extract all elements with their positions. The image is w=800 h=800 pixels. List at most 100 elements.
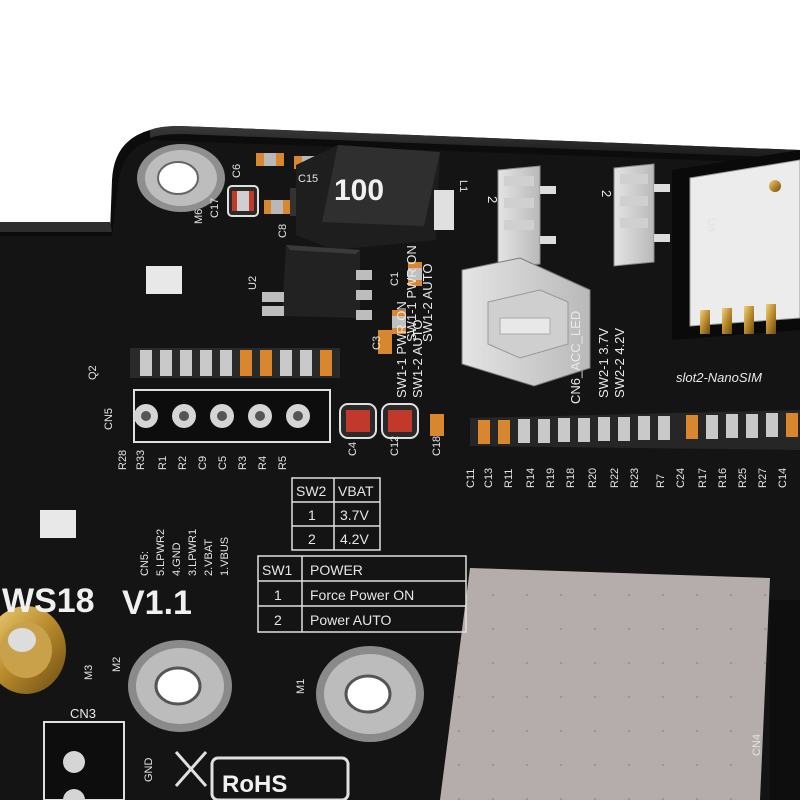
refdes: CN3: [70, 706, 96, 721]
sw2-header-1: VBAT: [338, 483, 374, 499]
refdes: R4: [257, 456, 269, 470]
refdes: C12: [389, 436, 401, 456]
rohs-mark: RoHS: [222, 771, 287, 798]
refdes: R5: [277, 456, 289, 470]
connector-cn4: [770, 600, 800, 800]
inductor-l1: 100: [296, 145, 454, 250]
refdes: C17: [209, 198, 221, 218]
refdes: U6: [705, 218, 717, 232]
sw1-cell: 1: [274, 587, 282, 603]
sma-connector: [0, 606, 66, 694]
refdes: R27: [757, 468, 769, 488]
refdes: R17: [697, 468, 709, 488]
refdes: C8: [277, 224, 289, 238]
sim-slot: [672, 150, 800, 340]
refdes: R23: [629, 468, 641, 488]
cn5-pin: 3.LPWR1: [187, 529, 199, 576]
refdes-bottom: M3 M2 M1 CN3 GND CN4 CN5: [70, 408, 763, 782]
board-version: V1.1: [122, 584, 192, 622]
mounting-hole-m1: [316, 646, 424, 742]
refdes: GND: [143, 758, 155, 783]
sw2-cell: 2: [308, 531, 316, 547]
refdes: R20: [587, 468, 599, 488]
board-model: WS18: [2, 582, 95, 620]
refdes: C3: [371, 336, 383, 350]
refdes: C9: [197, 456, 209, 470]
connector-cn6: [461, 257, 591, 387]
refdes: R2: [177, 456, 189, 470]
cn5-pin: CN5:: [139, 551, 151, 576]
refdes: C14: [777, 468, 789, 488]
inductor-value: 100: [334, 174, 384, 207]
refdes: R7: [655, 474, 667, 488]
refdes: U2: [247, 276, 259, 290]
refdes: CN5: [103, 408, 115, 430]
refdes-top: C6 C15 C17 M6 C8 U2 C1 C3 L1 U6 Q2: [87, 164, 717, 380]
sw1-label-1: SW1-1 PWR ON: [404, 245, 419, 342]
silk-marker: [146, 266, 182, 294]
refdes: C11: [465, 469, 477, 488]
compliance-marks: RoHS: [174, 751, 350, 800]
sw2-label-2: SW2-2 4.2V: [612, 328, 627, 398]
sw1-label-dup: SW1-2 AUTO: [410, 319, 425, 398]
cn5-pin: 4.GND: [171, 542, 183, 576]
header-cn5: [133, 389, 331, 443]
refdes: R18: [565, 468, 577, 488]
sw2-cell: 3.7V: [340, 507, 369, 523]
switch-pin-number: 2: [485, 196, 500, 203]
refdes: R22: [609, 468, 621, 488]
refdes: C24: [675, 468, 687, 488]
refdes-row-right: C11 C13 R11 R14 R19 R18 R20 R22 R23 R7 C…: [465, 468, 789, 488]
sw2-cell: 4.2V: [340, 531, 369, 547]
switch-pin-number: 2: [599, 190, 614, 197]
refdes: C6: [231, 164, 243, 178]
sw1-table: SW1 POWER 1 Force Power ON 2 Power AUTO: [257, 555, 467, 633]
refdes: C5: [217, 456, 229, 470]
refdes: C18: [431, 436, 443, 456]
mounting-hole-m2: [128, 640, 232, 732]
resistor-array-right: [470, 410, 800, 450]
refdes: R11: [503, 469, 515, 488]
mounting-hole-top: [137, 144, 225, 212]
cn5-pin: 5.LPWR2: [155, 529, 167, 576]
refdes: R19: [545, 468, 557, 488]
refdes: M3: [83, 665, 95, 680]
capacitor-red-group: [339, 403, 444, 439]
sw1-cell: Power AUTO: [310, 612, 392, 628]
refdes: CN4: [751, 734, 763, 756]
sw1-label-dup: SW1-1 PWR ON: [394, 301, 409, 398]
sw2-header-0: SW2: [296, 483, 327, 499]
refdes: M1: [295, 679, 307, 694]
refdes: R28: [117, 450, 129, 470]
switch-sw2: [613, 163, 670, 267]
sw2-table: SW2 VBAT 1 3.7V 2 4.2V: [291, 477, 381, 551]
sw1-header-1: POWER: [310, 562, 363, 578]
refdes: R16: [717, 468, 729, 488]
silk-marker: [40, 510, 76, 538]
cn6-label: CN6_ACC_LED: [568, 311, 583, 404]
refdes: L1: [457, 180, 469, 192]
sw2-label-1: SW2-1 3.7V: [596, 328, 611, 398]
module-shield: [440, 568, 770, 800]
sw1-cell: 2: [274, 612, 282, 628]
refdes: C15: [298, 173, 318, 185]
sw1-cell: Force Power ON: [310, 587, 414, 603]
refdes: R14: [525, 468, 537, 488]
refdes: M2: [111, 657, 123, 672]
refdes: R25: [737, 468, 749, 488]
sw1-label-2: SW1-2 AUTO: [420, 263, 435, 342]
refdes: C13: [483, 468, 495, 488]
header-cn3: [43, 721, 125, 800]
switch-sw1: [497, 165, 556, 269]
sw2-cell: 1: [308, 507, 316, 523]
cn5-pin: 1.VBUS: [219, 537, 231, 576]
refdes: M6: [193, 209, 205, 224]
refdes: R3: [237, 456, 249, 470]
refdes: Q2: [87, 365, 99, 380]
sw1-header-0: SW1: [262, 562, 293, 578]
resistor-array-left: [130, 348, 340, 378]
refdes: C4: [347, 442, 359, 456]
refdes: R33: [135, 450, 147, 470]
